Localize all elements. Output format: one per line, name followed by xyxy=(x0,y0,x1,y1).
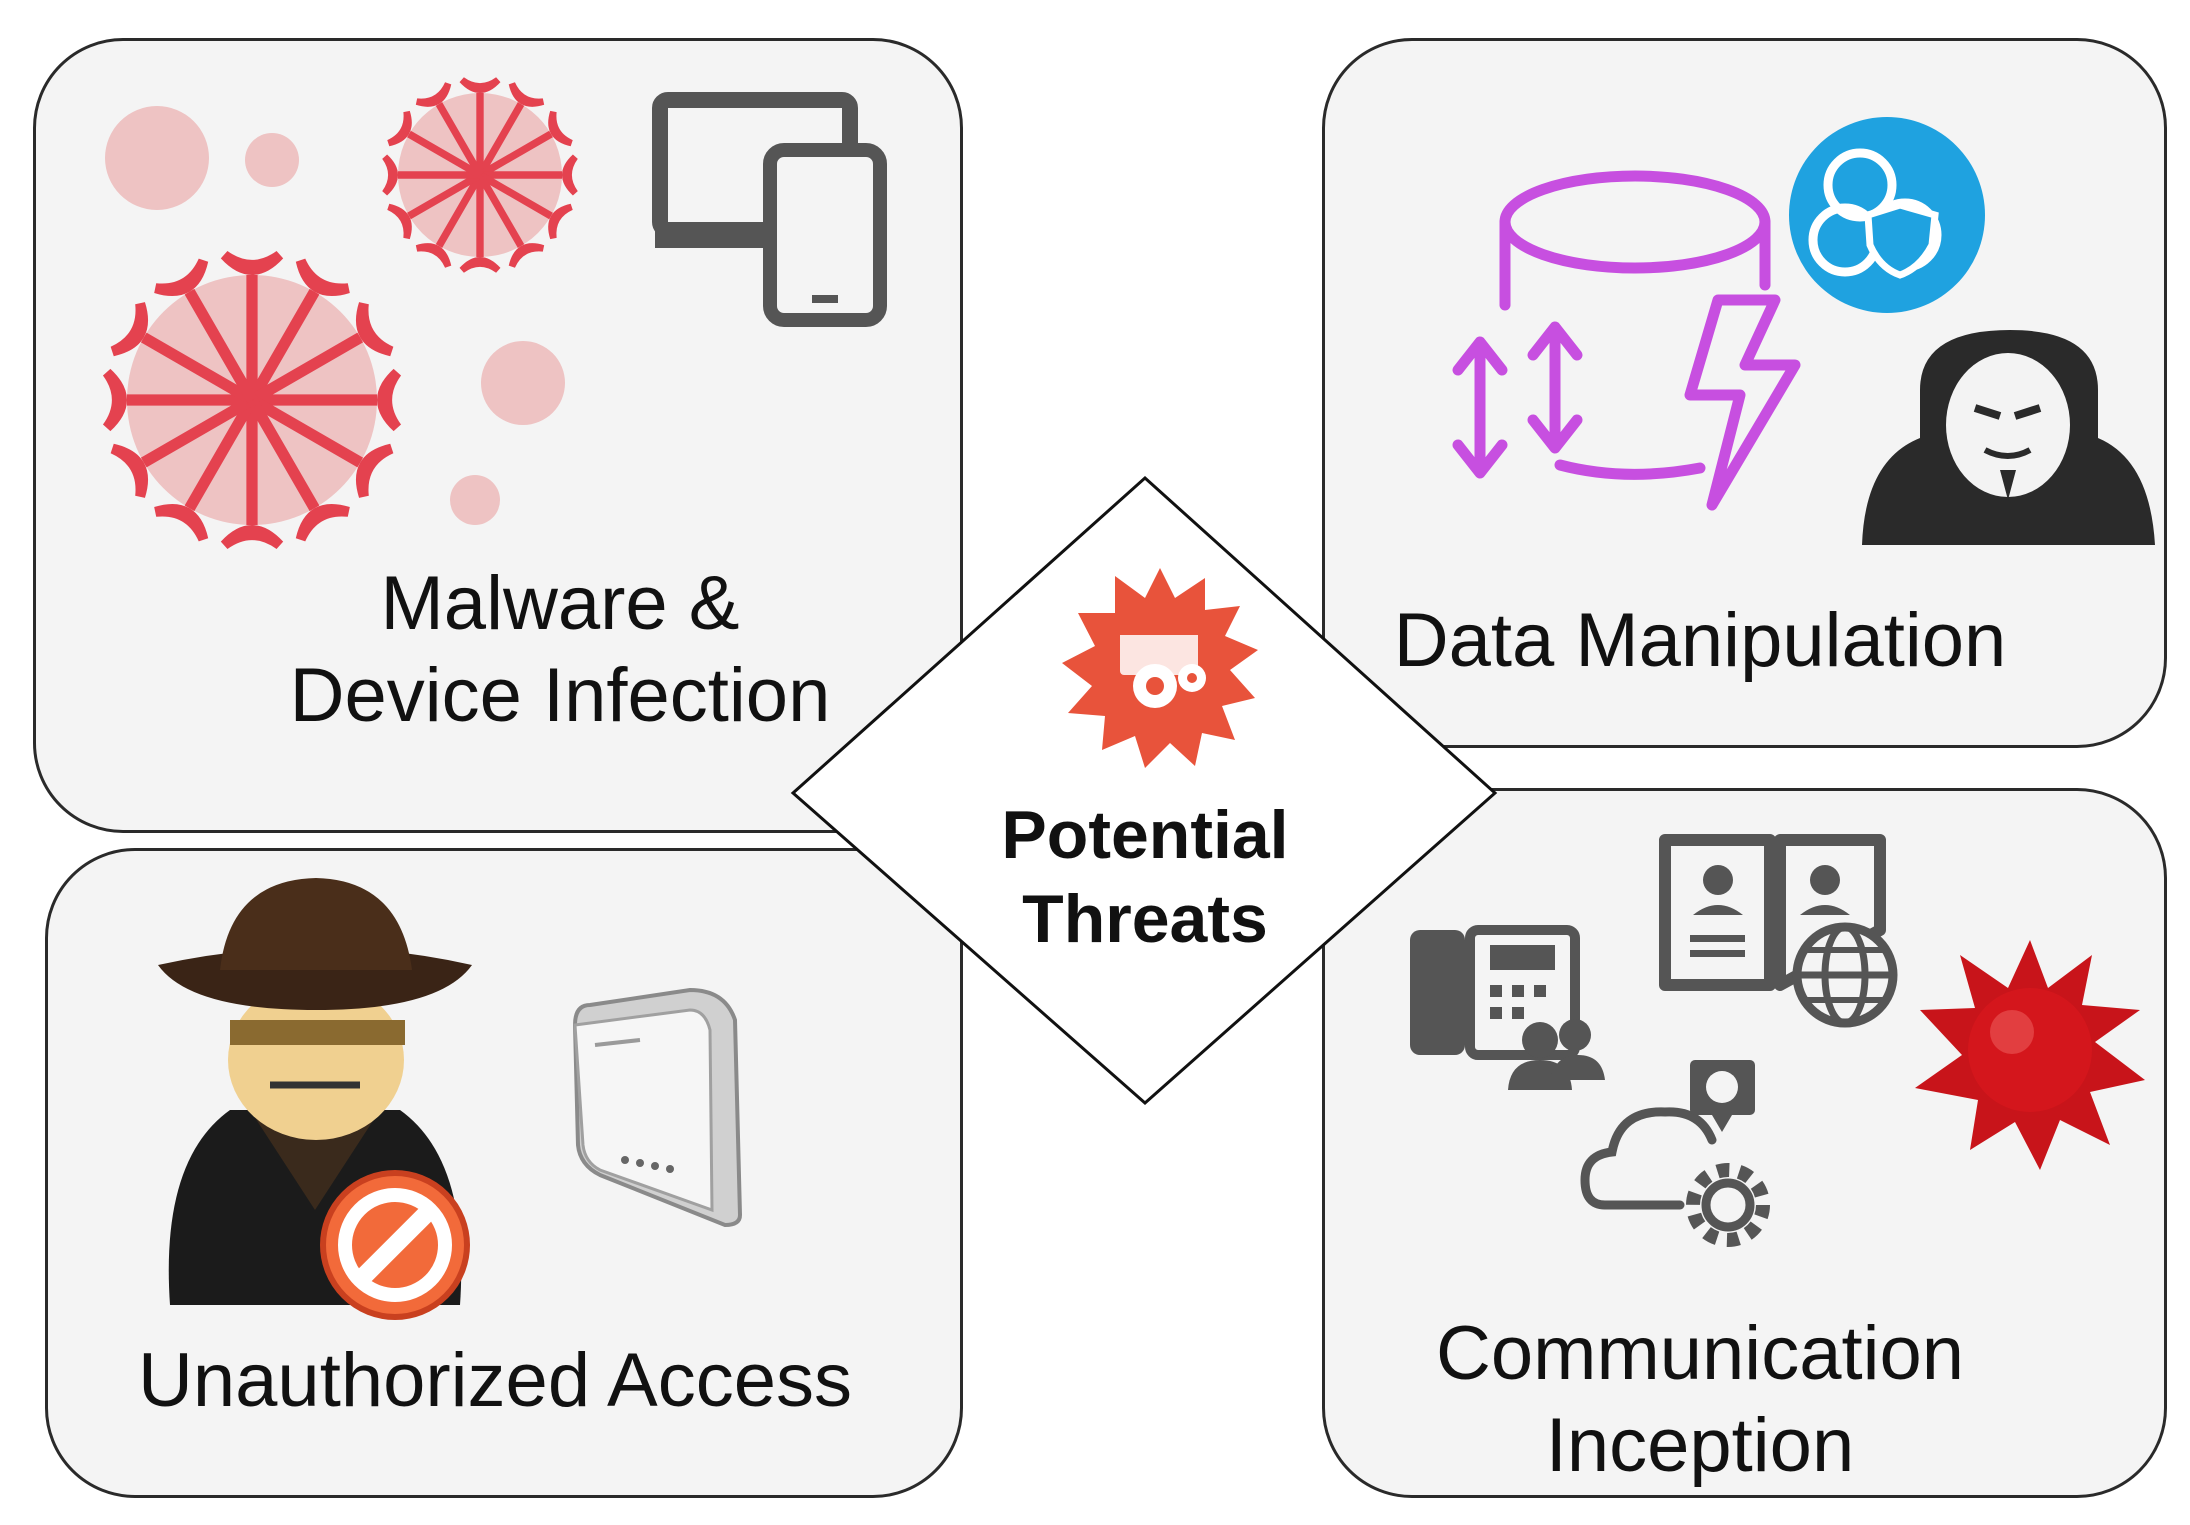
panel-comm-line2: Inception xyxy=(1545,1403,1855,1488)
spiked-virus-icon xyxy=(1915,940,2145,1170)
virus-dot xyxy=(105,106,209,210)
hacker-mask-icon xyxy=(1862,330,2155,545)
communication-art xyxy=(1410,834,2145,1247)
panel-data-line1: Data Manipulation xyxy=(1393,598,2007,683)
center-label-line2: Threats xyxy=(1022,881,1268,957)
panel-comm-label: Communication Inception xyxy=(1370,1308,2030,1492)
center-label: Potential Threats xyxy=(955,793,1335,961)
router-icon xyxy=(572,987,743,1228)
virus-dot xyxy=(245,133,299,187)
panel-comm-line1: Communication xyxy=(1436,1311,1964,1396)
contact-book-globe-icon xyxy=(1659,834,1898,1028)
devices-icon xyxy=(652,92,887,327)
phone-users-icon xyxy=(1410,925,1605,1090)
database-lightning-icon xyxy=(1452,170,1801,511)
panel-malware-line1: Malware & xyxy=(380,561,740,646)
panel-malware-label: Malware & Device Infection xyxy=(240,558,880,742)
panel-access-line1: Unauthorized Access xyxy=(138,1338,852,1423)
virus-cluster-icon xyxy=(0,0,887,800)
data-manipulation-art xyxy=(1452,117,2155,545)
cloud-gear-icon xyxy=(1580,1060,1770,1247)
center-label-line1: Potential xyxy=(1001,797,1289,873)
virus-dot xyxy=(481,341,565,425)
virus-icon xyxy=(385,80,575,270)
panel-data-label: Data Manipulation xyxy=(1370,595,2030,687)
unauthorized-access-art xyxy=(158,878,743,1320)
biohazard-shield-icon xyxy=(1789,117,1985,313)
no-entry-icon xyxy=(320,1170,470,1320)
virus-icon xyxy=(107,255,397,545)
panel-malware-line2: Device Infection xyxy=(289,653,831,738)
threat-gear-burst-icon xyxy=(1062,568,1258,768)
virus-dot xyxy=(450,475,500,525)
panel-access-label: Unauthorized Access xyxy=(100,1335,890,1427)
